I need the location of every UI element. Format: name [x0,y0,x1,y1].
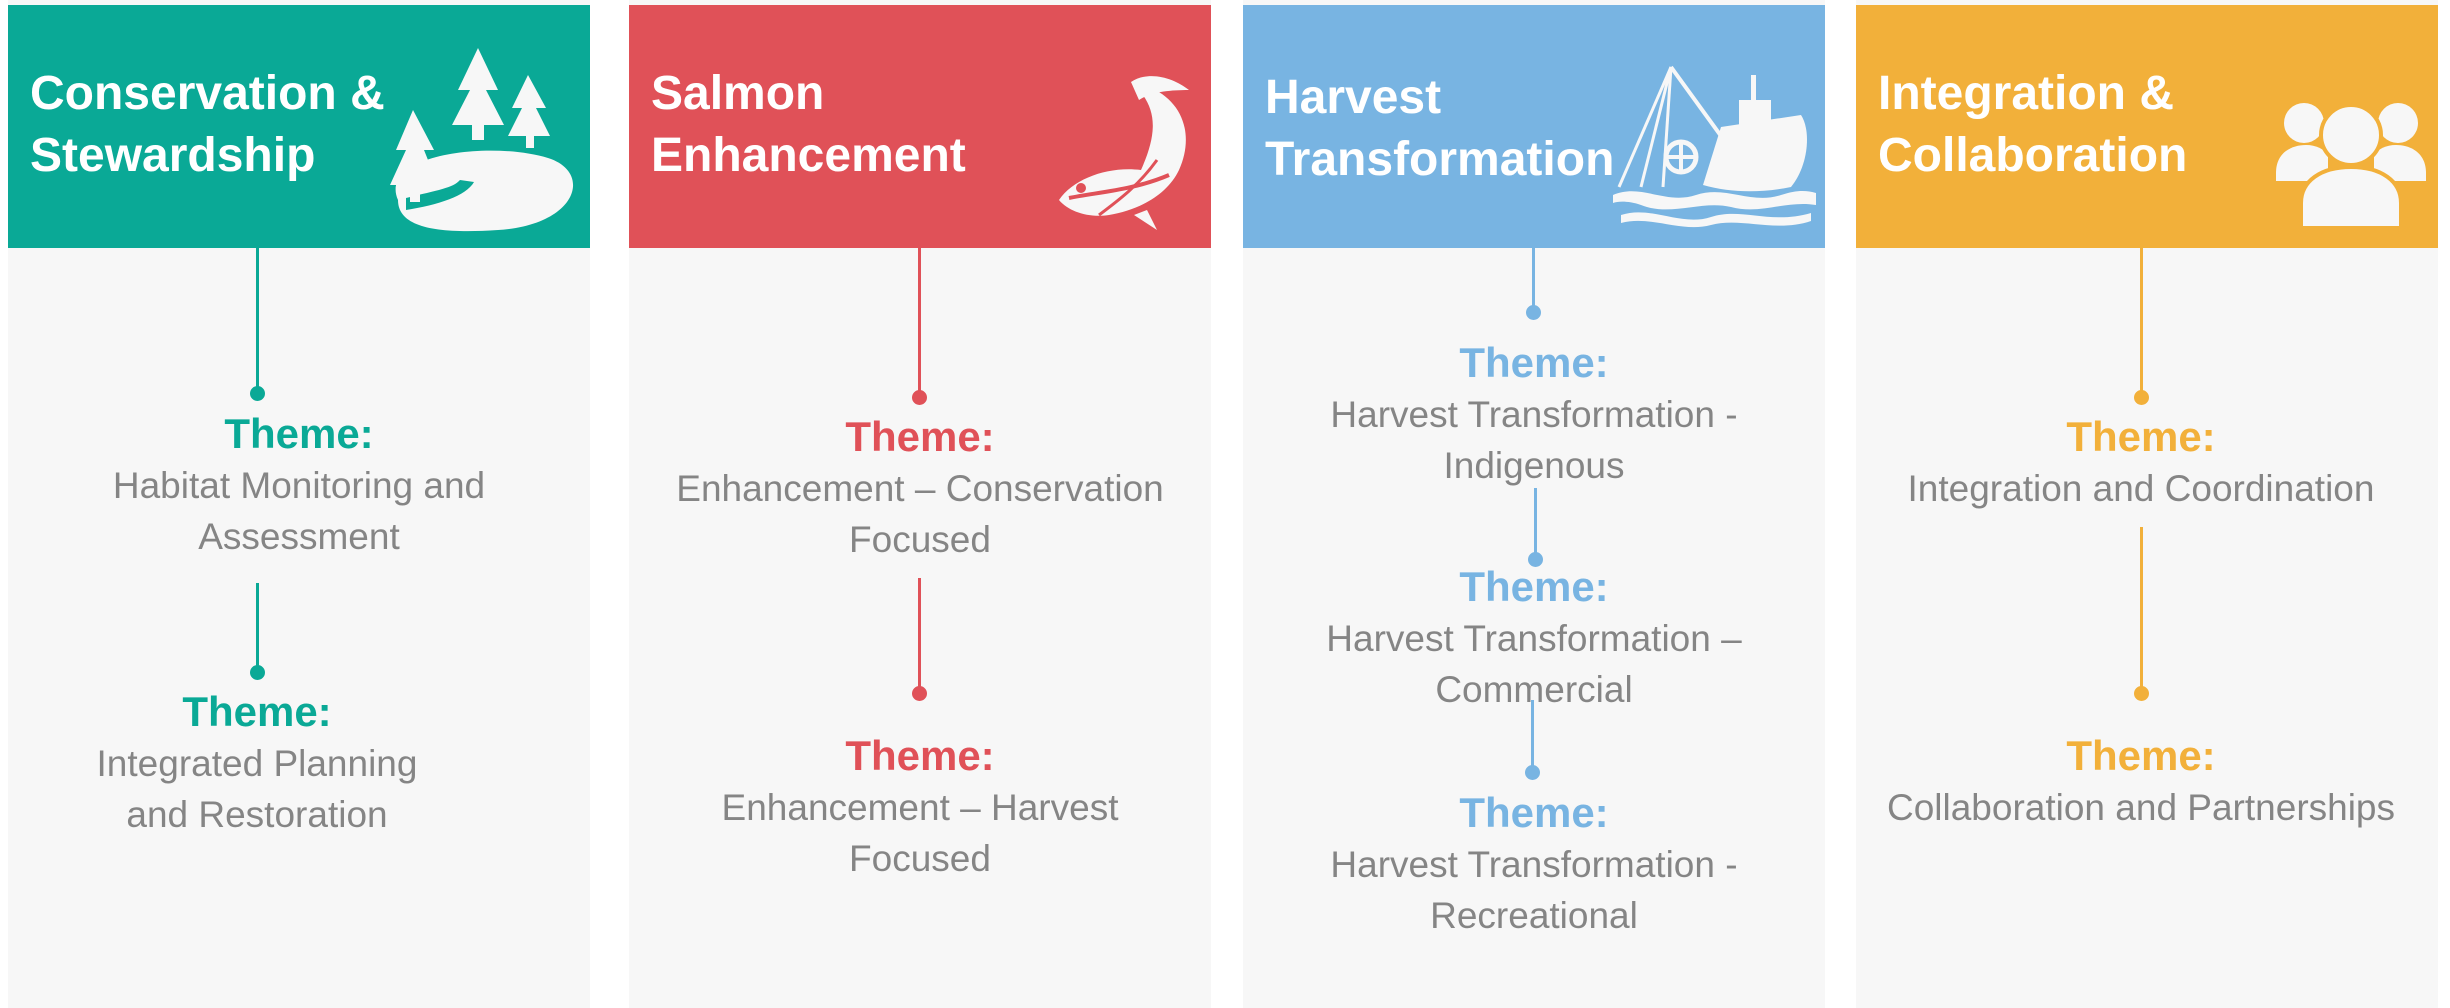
column-title: Salmon Enhancement [651,63,966,187]
title-line: Stewardship [30,129,316,182]
connector-line [918,578,921,698]
theme-label: Theme: [1459,563,1609,610]
theme-label: Theme: [1459,339,1609,386]
connector-line [1534,488,1537,558]
theme-label: Theme: [1459,789,1609,836]
theme-text: Collaboration and Partnerships [1861,782,2421,833]
connector-dot [2134,686,2149,701]
column-title: Integration & Collaboration [1878,63,2187,187]
column-salmon: Salmon Enhancement Theme: Enhancement – … [629,0,1211,1008]
theme-block: Theme: Enhancement – Conservation Focuse… [640,411,1200,565]
connector-dot [250,386,265,401]
theme-text: Enhancement – Conservation Focused [640,463,1200,565]
theme-block: Theme: Harvest Transformation - Recreati… [1254,787,1814,941]
theme-text: Harvest Transformation - Recreational [1254,839,1814,941]
title-line: Conservation & [30,67,385,120]
theme-label: Theme: [182,688,332,735]
connector-line [256,248,259,388]
theme-line: Focused [849,519,991,560]
theme-line: Enhancement – Conservation [676,468,1164,509]
connector-line [2140,527,2143,692]
theme-line: Harvest Transformation – [1326,618,1742,659]
title-line: Integration & [1878,67,2174,120]
theme-text: Harvest Transformation – Commercial [1254,613,1814,715]
title-line: Transformation [1265,133,1615,186]
title-line: Enhancement [651,129,966,182]
connector-line [2140,248,2143,393]
theme-line: Recreational [1430,895,1638,936]
column-conservation: Conservation & Stewardship Theme: Habita… [8,0,590,1008]
theme-label: Theme: [2066,732,2216,779]
theme-line: Assessment [198,516,400,557]
connector-line [1531,700,1534,770]
title-line: Harvest [1265,71,1442,124]
theme-text: Harvest Transformation - Indigenous [1254,389,1814,491]
theme-text: Integration and Coordination [1861,463,2421,514]
theme-block: Theme: Integration and Coordination [1861,411,2421,514]
theme-label: Theme: [845,732,995,779]
theme-block: Theme: Integrated Planning and Restorati… [0,686,537,840]
connector-line [1532,248,1535,313]
theme-line: Integration and Coordination [1907,468,2375,509]
column-header: Integration & Collaboration [1856,5,2438,248]
connector-dot [912,390,927,405]
column-title: Harvest Transformation [1265,67,1614,191]
connector-line [256,583,259,668]
theme-block: Theme: Habitat Monitoring and Assessment [19,408,579,562]
fishing-boat-icon [1613,65,1816,228]
title-line: Collaboration [1878,129,2188,182]
theme-block: Theme: Enhancement – Harvest Focused [640,730,1200,884]
theme-line: Harvest Transformation - [1330,394,1738,435]
people-group-icon [2276,103,2426,230]
salmon-fish-icon [1059,76,1189,230]
theme-label: Theme: [224,410,374,457]
connector-dot [1526,305,1541,320]
theme-block: Theme: Collaboration and Partnerships [1861,730,2421,833]
theme-label: Theme: [2066,413,2216,460]
theme-text: Enhancement – Harvest Focused [640,782,1200,884]
column-header: Conservation & Stewardship [8,5,590,248]
theme-line: and Restoration [126,794,388,835]
column-header: Salmon Enhancement [629,5,1211,248]
title-line: Salmon [651,67,825,120]
column-harvest: Harvest Transformation Theme: Harvest Tr… [1243,0,1825,1008]
island-trees-icon [390,48,574,232]
theme-text: Integrated Planning and Restoration [0,738,537,840]
theme-line: Harvest Transformation - [1330,844,1738,885]
theme-line: Commercial [1435,669,1633,710]
connector-dot [912,686,927,701]
theme-line: Integrated Planning [96,743,418,784]
column-header: Harvest Transformation [1243,5,1825,248]
theme-line: Habitat Monitoring and [112,465,486,506]
theme-block: Theme: Harvest Transformation - Indigeno… [1254,337,1814,491]
theme-text: Habitat Monitoring and Assessment [19,460,579,562]
theme-line: Indigenous [1443,445,1625,486]
theme-line: Collaboration and Partnerships [1886,787,2396,828]
connector-dot [1528,552,1543,567]
theme-line: Enhancement – Harvest [721,787,1119,828]
theme-block: Theme: Harvest Transformation – Commerci… [1254,561,1814,715]
connector-dot [1525,765,1540,780]
connector-line [918,248,921,393]
theme-line: Focused [849,838,991,879]
connector-dot [250,665,265,680]
column-integration: Integration & Collaboration Theme: Integ… [1856,0,2438,1008]
theme-label: Theme: [845,413,995,460]
connector-dot [2134,390,2149,405]
column-title: Conservation & Stewardship [30,63,385,187]
